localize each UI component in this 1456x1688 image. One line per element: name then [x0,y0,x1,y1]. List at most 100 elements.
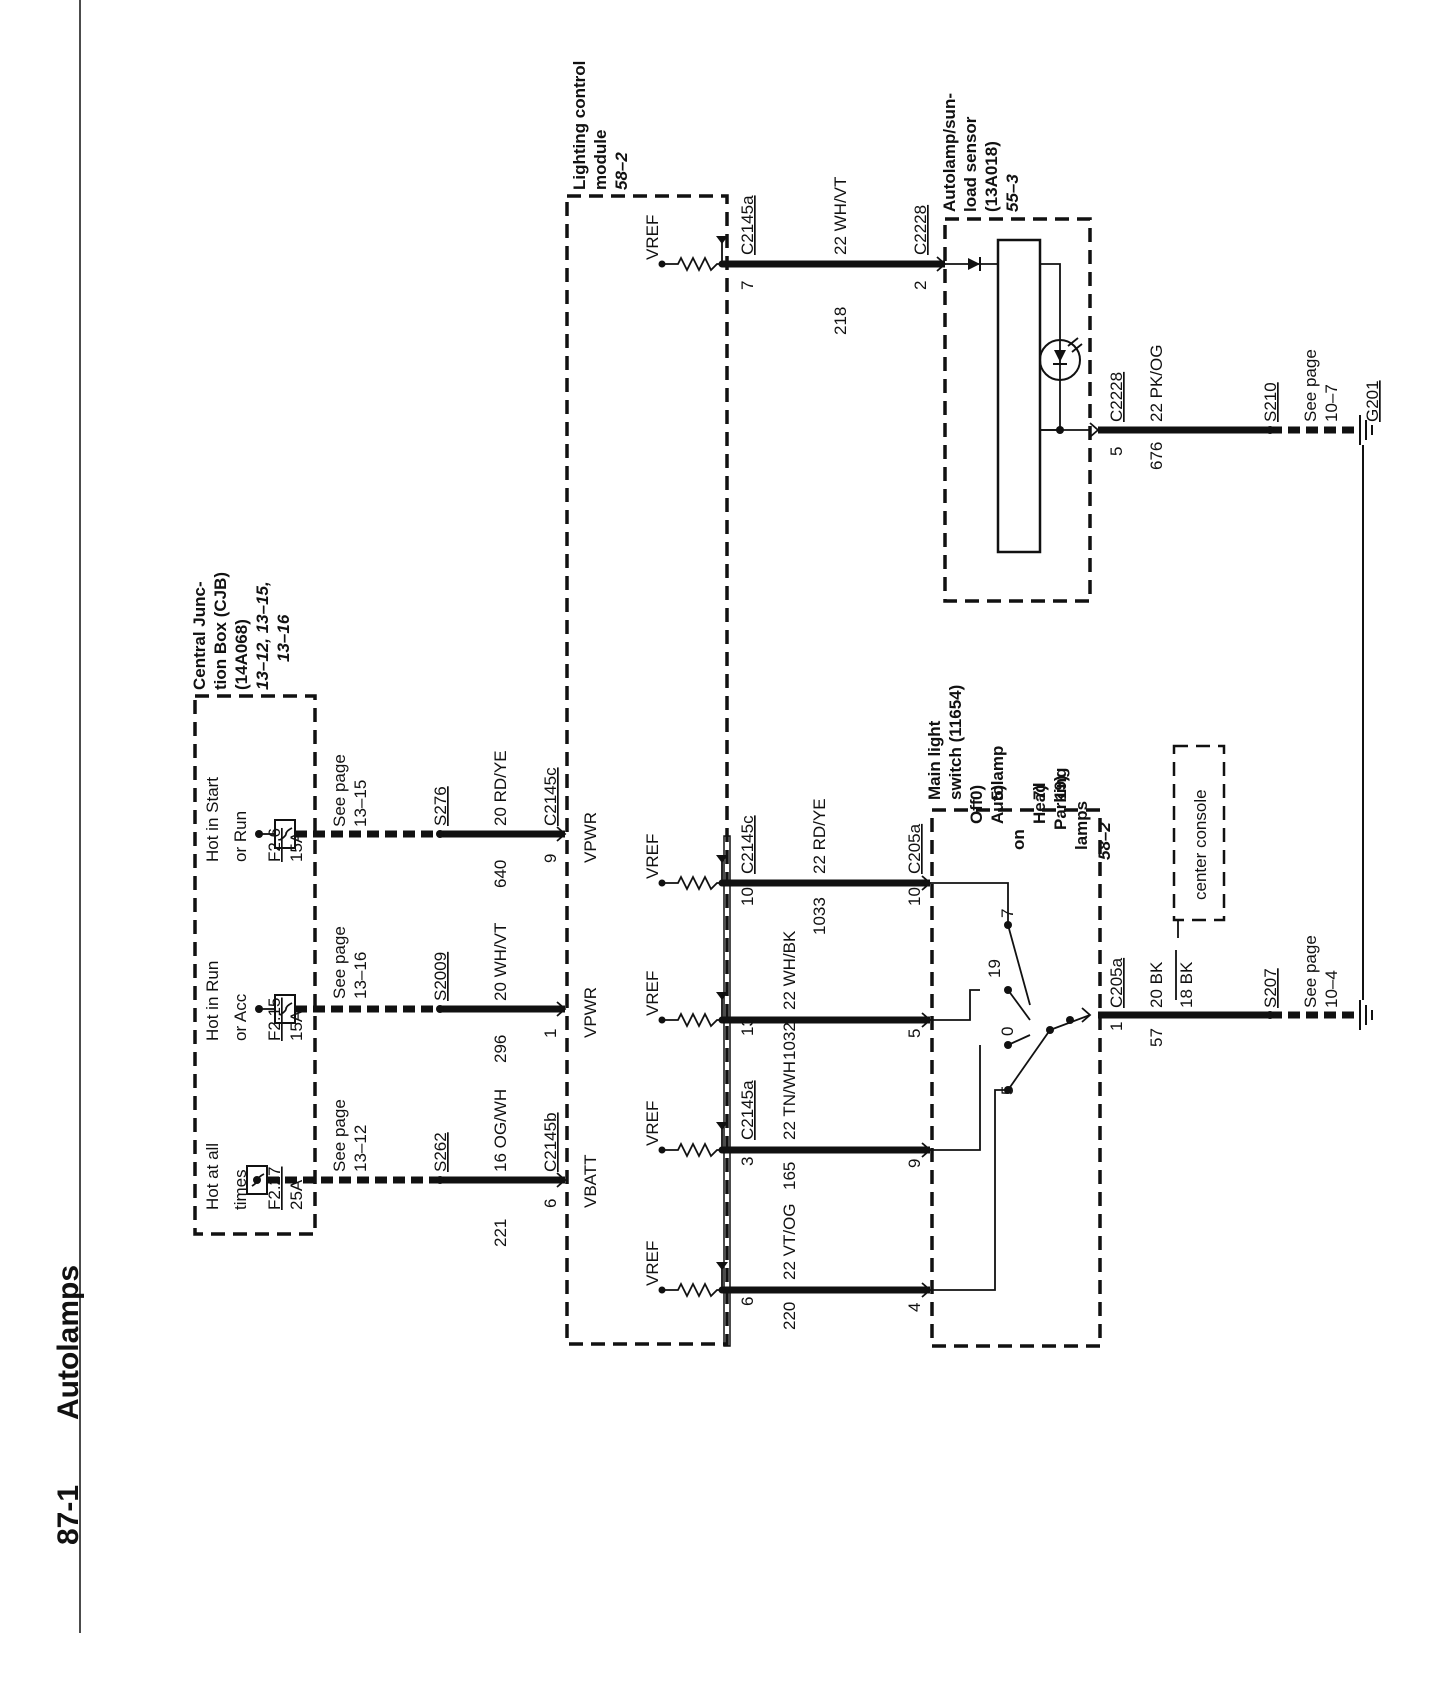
switch-title-1: Main light [925,720,944,800]
svg-text:C205a: C205a [1107,957,1126,1008]
cjb-box [193,694,317,1236]
fuse-f2-6: Hot in Start or Run F2.6 15A [203,777,306,862]
svg-text:15A: 15A [287,1010,306,1041]
vref-resistor: VREF [643,215,735,273]
svg-text:7): 7) [1030,785,1049,800]
lcm-box [565,194,729,1346]
svg-text:S210: S210 [1261,382,1280,422]
svg-text:20 BK: 20 BK [1147,961,1166,1008]
svg-text:or Acc: or Acc [231,993,250,1041]
svg-text:See page: See page [330,926,349,999]
ground-circuit-57 [1098,1000,1373,1030]
svg-text:22 PK/OG: 22 PK/OG [1147,345,1166,422]
svg-text:See page: See page [1301,935,1320,1008]
page-number: 87-1 [52,1485,85,1545]
svg-text:10: 10 [738,887,757,906]
svg-text:C2145b: C2145b [541,1112,560,1172]
svg-text:22 RD/YE: 22 RD/YE [810,798,829,874]
svg-text:Hot in Start: Hot in Start [203,777,222,862]
vref-resistor: VREF [643,1241,735,1299]
svg-text:VPWR: VPWR [581,987,600,1038]
svg-text:See page: See page [330,754,349,827]
svg-text:C2228: C2228 [1107,372,1126,422]
svg-text:15A: 15A [287,831,306,862]
svg-text:5): 5) [988,785,1007,800]
sensor-title-2: load sensor [961,116,980,212]
svg-text:1: 1 [1107,1022,1126,1031]
svg-text:25A: 25A [287,1179,306,1210]
vref-label: VREF [643,1241,662,1286]
svg-text:13–16: 13–16 [351,952,370,999]
svg-text:676: 676 [1147,442,1166,470]
svg-text:S2009: S2009 [431,952,450,1001]
switch-title-2: switch (11654) [946,685,965,800]
page-title: Autolamps [52,1265,85,1420]
lcm-title-1: Lighting control [570,61,589,190]
svg-text:7: 7 [738,281,757,290]
svg-text:4: 4 [905,1303,924,1312]
svg-text:Head: Head [1030,782,1049,824]
svg-text:16 OG/WH: 16 OG/WH [491,1089,510,1172]
svg-text:640: 640 [491,860,510,888]
svg-text:165: 165 [780,1162,799,1190]
svg-text:19): 19) [1051,775,1070,800]
svg-text:C2145a: C2145a [738,195,757,255]
power-wires [267,826,567,1188]
svg-text:1032: 1032 [780,1022,799,1060]
lcm-title-2: module [591,130,610,190]
ground-circuit-57-labels: 1 C205a 57 20 BK 18 BK S207 See page 10–… [1107,935,1341,1047]
svg-text:5: 5 [1107,447,1126,456]
svg-text:S276: S276 [431,786,450,826]
svg-text:58–2: 58–2 [1095,822,1114,860]
svg-text:5: 5 [998,1086,1017,1095]
switch-wire-labels: 6 220 22 VT/OG 4 3 C2145a 165 22 TN/WH 9… [738,798,924,1330]
svg-text:See page: See page [330,1099,349,1172]
svg-text:57: 57 [1147,1028,1166,1047]
svg-text:C2145a: C2145a [738,1080,757,1140]
svg-text:Parking: Parking [1051,768,1070,830]
power-wire-labels: See page 13–12 S262 16 OG/WH 221 C2145b … [330,750,600,1247]
svg-text:296: 296 [491,1035,510,1063]
sensor-element [996,238,1042,554]
svg-text:5: 5 [905,1029,924,1038]
svg-text:0): 0) [967,785,986,800]
svg-text:1: 1 [541,1029,560,1038]
svg-text:20 RD/YE: 20 RD/YE [491,750,510,826]
sensor-box [943,217,1092,603]
svg-text:C2145c: C2145c [541,767,560,826]
svg-text:22 WH/VT: 22 WH/VT [831,177,850,255]
sensor-signal-wire: 7 C2145a 22 WH/VT 218 C2228 2 [735,177,998,335]
vref-label: VREF [643,834,662,879]
svg-text:See page: See page [1301,349,1320,422]
svg-text:13: 13 [738,1017,757,1036]
svg-text:S207: S207 [1261,968,1280,1008]
svg-text:or Run: or Run [231,811,250,862]
svg-text:3: 3 [738,1157,757,1166]
vref-label: VREF [643,1101,662,1146]
svg-text:0: 0 [998,1027,1017,1036]
svg-text:times: times [231,1169,250,1210]
svg-text:C2145c: C2145c [738,815,757,874]
svg-text:6: 6 [738,1297,757,1306]
switch-wires [735,875,932,1298]
lcm-ref: 58–2 [612,152,631,190]
svg-text:13–15: 13–15 [351,780,370,827]
center-console-label: center console [1191,789,1210,900]
svg-text:19: 19 [985,959,1004,978]
svg-text:218: 218 [831,307,850,335]
cjb-title-1: Central Junc- [190,581,209,690]
cjb-title-2: tion Box (CJB) [211,572,230,690]
vref-resistor: VREF [643,1101,735,1159]
switch-contacts: 0 5 19 7 [930,882,1092,1291]
svg-text:2: 2 [911,281,930,290]
sensor-ref: 55–3 [1003,174,1022,212]
svg-text:C205a: C205a [905,823,924,874]
svg-text:Hot in Run: Hot in Run [203,961,222,1041]
svg-text:18 BK: 18 BK [1177,961,1196,1008]
svg-text:Autolamp: Autolamp [988,746,1007,824]
center-console-box [1172,744,1226,922]
svg-text:on: on [1009,829,1028,850]
svg-text:7: 7 [998,909,1017,918]
